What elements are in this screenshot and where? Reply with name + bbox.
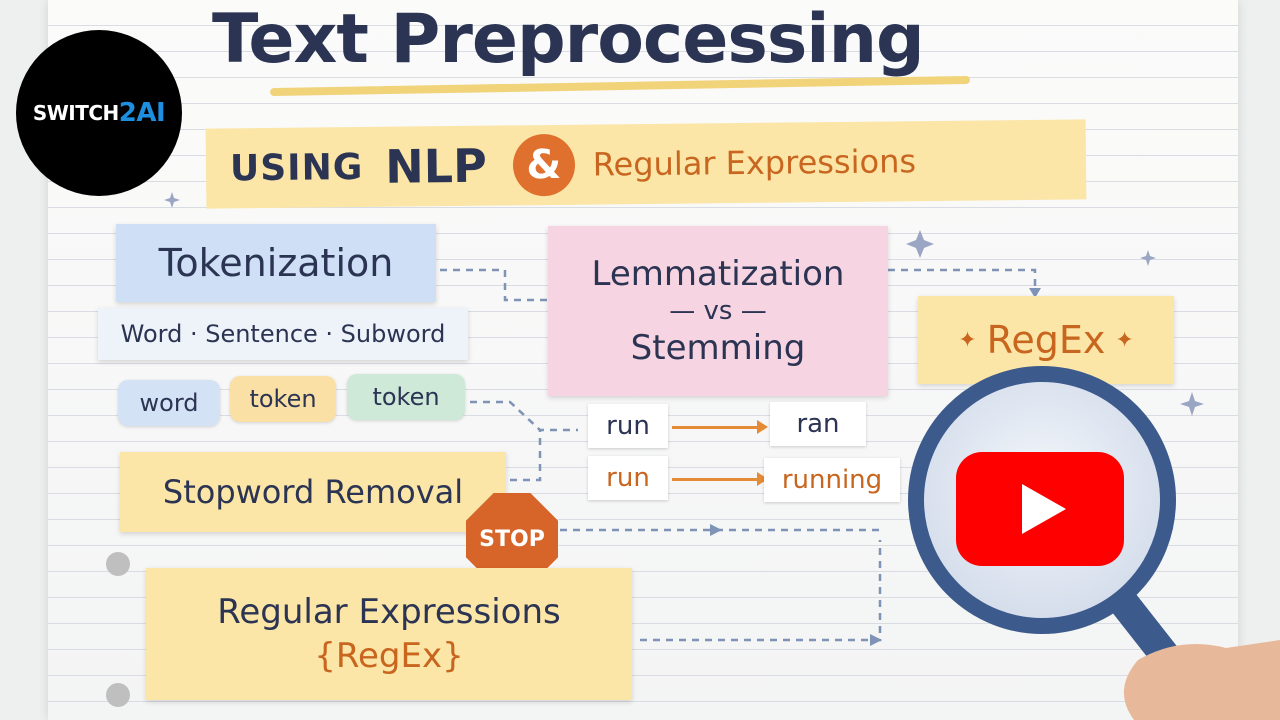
token-chip-word: word [118, 380, 220, 426]
stemming-label: Stemming [630, 328, 806, 368]
binder-hole [106, 683, 130, 707]
sparkle-icon: ✦ [958, 327, 977, 353]
token-chip-token: token [347, 374, 465, 420]
page-title: Text Preprocessing [212, 0, 925, 79]
vs-label: — vs — [669, 296, 767, 326]
example-from: run [588, 456, 668, 500]
token-chip-token: token [230, 376, 336, 422]
logo-text-switch: SWITCH [32, 101, 119, 125]
arrow-right-icon [672, 472, 768, 486]
tokenization-card: Tokenization [116, 224, 436, 302]
vs-text: vs [703, 296, 733, 326]
stopword-removal-card: Stopword Removal [120, 452, 506, 532]
sparkle-icon [164, 192, 1204, 416]
tokenization-types: Word · Sentence · Subword [98, 308, 468, 360]
regular-expressions-label: Regular Expressions [217, 592, 561, 632]
binder-hole [106, 552, 130, 576]
arrow-right-icon [672, 420, 768, 434]
sparkle-icon: ✦ [1115, 327, 1134, 353]
regex-card-label: RegEx [986, 318, 1106, 362]
example-to: running [764, 458, 900, 502]
example-from: run [588, 404, 668, 448]
regular-expressions-card: Regular Expressions {RegEx} [146, 568, 632, 700]
logo-text-2ai: 2AI [118, 98, 166, 128]
lemmatization-vs-stemming-card: Lemmatization — vs — Stemming [548, 226, 888, 396]
regex-braces-label: {RegEx} [314, 636, 464, 676]
lemmatization-label: Lemmatization [591, 254, 845, 294]
hand-image [1123, 640, 1280, 720]
example-to: ran [770, 402, 866, 446]
